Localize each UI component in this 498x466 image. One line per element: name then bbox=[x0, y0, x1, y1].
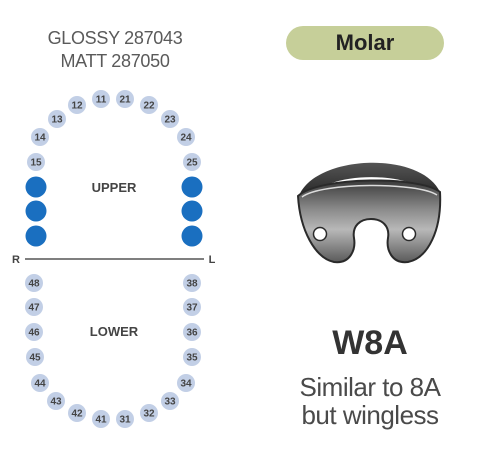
highlight-tooth-upper-left-2 bbox=[181, 200, 203, 222]
tooth-15 bbox=[27, 153, 45, 171]
description-line-1: Similar to 8A bbox=[299, 372, 441, 402]
tooth-label: 46 bbox=[28, 328, 40, 339]
clamp-illustration bbox=[296, 162, 442, 264]
tooth-44 bbox=[31, 374, 49, 392]
description-line-2: but wingless bbox=[301, 400, 439, 430]
model-number: W8A bbox=[332, 324, 408, 362]
tooth-label: 34 bbox=[180, 379, 192, 390]
highlight-tooth-upper-left-1 bbox=[181, 176, 203, 198]
tooth-23 bbox=[161, 110, 179, 128]
tooth-12 bbox=[68, 96, 86, 114]
tooth-label: 15 bbox=[30, 158, 42, 169]
product-codes: GLOSSY 287043 MATT 287050 bbox=[20, 27, 210, 73]
tooth-label: 25 bbox=[186, 158, 198, 169]
tooth-21 bbox=[116, 90, 134, 108]
tooth-label: 45 bbox=[29, 353, 41, 364]
highlighted-teeth bbox=[25, 176, 203, 247]
clamp-hole-right bbox=[401, 226, 417, 242]
highlight-tooth-upper-left-3 bbox=[181, 225, 203, 247]
glossy-code: GLOSSY 287043 bbox=[47, 28, 183, 48]
tooth-label: 44 bbox=[34, 379, 46, 390]
tooth-label: 41 bbox=[95, 415, 107, 426]
upper-arch: 15 14 13 12 11 21 22 23 24 25 bbox=[27, 90, 201, 171]
category-label: Molar bbox=[335, 30, 395, 55]
tooth-label: 24 bbox=[180, 133, 192, 144]
tooth-45 bbox=[26, 348, 44, 366]
tooth-32 bbox=[140, 404, 158, 422]
tooth-label: 13 bbox=[51, 115, 63, 126]
tooth-label: 47 bbox=[28, 303, 40, 314]
tooth-24 bbox=[177, 128, 195, 146]
tooth-11 bbox=[92, 90, 110, 108]
tooth-25 bbox=[183, 153, 201, 171]
tooth-label: 38 bbox=[186, 279, 198, 290]
tooth-label: 22 bbox=[143, 101, 155, 112]
tooth-label: 21 bbox=[119, 95, 131, 106]
tooth-31 bbox=[116, 410, 134, 428]
tooth-33 bbox=[161, 392, 179, 410]
tooth-label: 12 bbox=[71, 101, 83, 112]
tooth-label: 36 bbox=[186, 328, 198, 339]
tooth-14 bbox=[31, 128, 49, 146]
tooth-47 bbox=[25, 298, 43, 316]
tooth-label: 42 bbox=[71, 409, 83, 420]
tooth-36 bbox=[183, 323, 201, 341]
tooth-43 bbox=[47, 392, 65, 410]
tooth-38 bbox=[183, 274, 201, 292]
tooth-label: 23 bbox=[164, 115, 176, 126]
tooth-label: 33 bbox=[164, 397, 176, 408]
matt-code: MATT 287050 bbox=[60, 51, 170, 71]
tooth-42 bbox=[68, 404, 86, 422]
highlight-tooth-upper-right-3 bbox=[25, 225, 47, 247]
tooth-label: 11 bbox=[96, 95, 107, 106]
lower-label: LOWER bbox=[90, 324, 139, 339]
clamp-hole-left bbox=[312, 226, 328, 242]
tooth-37 bbox=[183, 298, 201, 316]
tooth-34 bbox=[177, 374, 195, 392]
tooth-label: 48 bbox=[28, 279, 40, 290]
lower-arch: 48 47 46 45 44 43 42 41 31 32 33 34 35 3… bbox=[25, 274, 201, 428]
category-badge: Molar bbox=[286, 26, 444, 60]
tooth-48 bbox=[25, 274, 43, 292]
tooth-label: 14 bbox=[34, 133, 46, 144]
tooth-22 bbox=[140, 96, 158, 114]
highlight-tooth-upper-right-1 bbox=[25, 176, 47, 198]
left-side-label: L bbox=[209, 254, 216, 266]
tooth-13 bbox=[48, 110, 66, 128]
tooth-label: 32 bbox=[143, 409, 155, 420]
tooth-35 bbox=[183, 348, 201, 366]
tooth-label: 37 bbox=[186, 303, 198, 314]
tooth-label: 31 bbox=[119, 415, 131, 426]
upper-label: UPPER bbox=[92, 180, 137, 195]
right-side-label: R bbox=[12, 254, 20, 266]
highlight-tooth-upper-right-2 bbox=[25, 200, 47, 222]
product-description: Similar to 8A but wingless bbox=[280, 373, 460, 429]
tooth-label: 43 bbox=[50, 397, 62, 408]
tooth-label: 35 bbox=[186, 353, 198, 364]
tooth-46 bbox=[25, 323, 43, 341]
tooth-41 bbox=[92, 410, 110, 428]
